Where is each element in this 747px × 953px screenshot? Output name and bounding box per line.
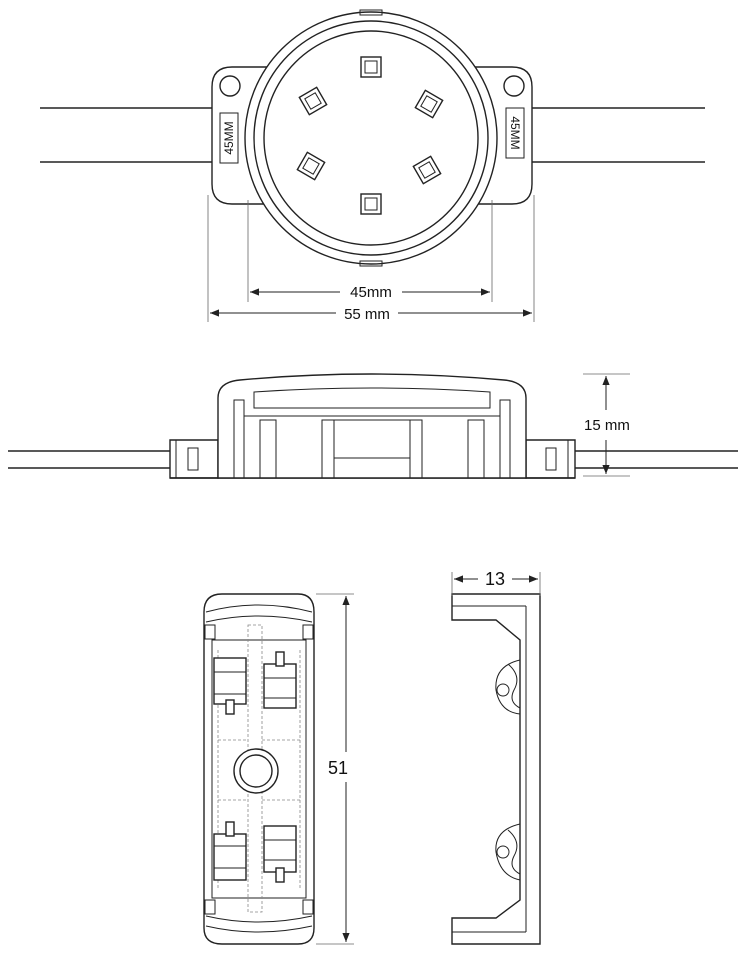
housing-inner-ring — [253, 20, 489, 256]
led-chip — [412, 155, 442, 185]
led-chip — [360, 193, 382, 215]
flange-label-right-text: 45MM — [508, 116, 522, 149]
side-housing — [217, 373, 527, 479]
top-cables — [40, 107, 705, 163]
mount-hole-left — [219, 75, 241, 97]
dimension-height-label: 15 mm — [584, 417, 630, 434]
clip-side-hook — [495, 823, 521, 881]
housing-outer-ring — [244, 11, 498, 265]
mount-hole-right — [503, 75, 525, 97]
clip-side-view: 13 — [451, 569, 541, 945]
led-chip — [296, 151, 326, 181]
clip-contact — [263, 825, 297, 883]
dimension-width: 13 — [451, 569, 541, 596]
led-chip — [298, 86, 328, 116]
clip-front-view: 51 — [203, 593, 354, 945]
flange-label-left-text: 45MM — [222, 121, 236, 154]
side-cables — [8, 450, 738, 469]
dimension-width-label: 13 — [485, 569, 505, 589]
clip-side-hook — [495, 659, 521, 715]
flange-label-left: 45MM — [219, 112, 239, 164]
dimension-outer-label: 55 mm — [344, 306, 390, 323]
top-view: 45MM 45MM — [40, 9, 705, 323]
clip-contact — [213, 657, 247, 715]
dimension-height: 15 mm — [583, 373, 630, 477]
dimension-outer: 55 mm — [207, 195, 535, 323]
led-chip — [360, 56, 382, 78]
flange-label-right: 45MM — [505, 107, 525, 159]
led-chip — [414, 89, 444, 119]
dimension-length: 51 — [316, 593, 354, 945]
lens-face — [263, 30, 479, 246]
housing-tab-bottom — [359, 260, 383, 267]
dimension-length-label: 51 — [328, 758, 348, 778]
clip-side-profile — [451, 593, 541, 945]
side-view: 15 mm — [8, 373, 738, 479]
dimension-inner: 45mm — [247, 200, 493, 302]
clip-contact — [213, 821, 247, 881]
housing-tab-top — [359, 9, 383, 16]
clip-screw-boss-inner — [239, 754, 273, 788]
dimension-inner-label: 45mm — [350, 284, 392, 301]
side-connector-block — [321, 419, 423, 479]
clip-contact — [263, 651, 297, 709]
led-chips — [296, 56, 444, 215]
